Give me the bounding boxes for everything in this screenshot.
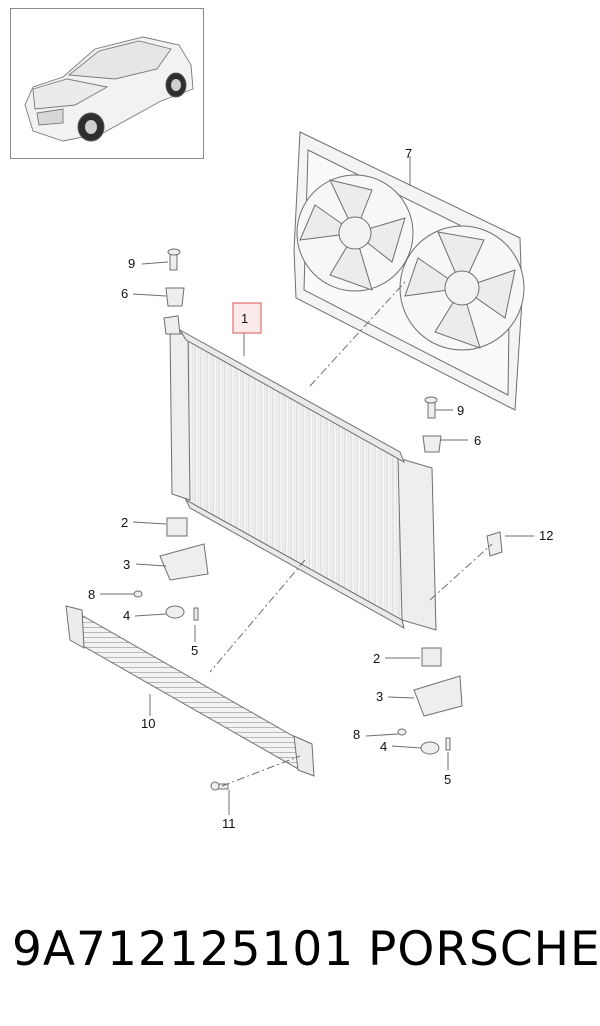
vehicle-thumbnail: [10, 8, 204, 159]
callout-3: 3: [376, 689, 384, 704]
callout-8: 8: [353, 727, 361, 742]
auxiliary-cooler: [65, 605, 315, 777]
callout-5: 5: [191, 643, 199, 658]
callout-1: 1: [241, 311, 249, 326]
leader-lines: [100, 156, 534, 815]
callout-4: 4: [123, 608, 131, 623]
callout-9: 9: [457, 403, 465, 418]
brand-name: PORSCHE: [368, 922, 600, 977]
callout-5: 5: [444, 772, 452, 787]
callout-12: 12: [539, 528, 554, 543]
part-number: 9A712125101: [12, 922, 355, 977]
callout-8: 8: [88, 587, 96, 602]
fan-shroud: [293, 131, 525, 411]
assembly-lines: [209, 281, 493, 787]
callout-3: 3: [123, 557, 131, 572]
highlight-box: [232, 302, 262, 334]
callout-2: 2: [373, 651, 381, 666]
callout-9: 9: [128, 256, 136, 271]
radiator: [169, 328, 437, 631]
callout-7: 7: [405, 146, 413, 161]
mounting-hardware: [133, 248, 503, 791]
callout-2: 2: [121, 515, 129, 530]
footer-caption: 9A712125101 PORSCHE: [12, 922, 600, 978]
callout-11: 11: [222, 816, 236, 831]
callout-6: 6: [121, 286, 129, 301]
callout-4: 4: [380, 739, 388, 754]
callout-6: 6: [474, 433, 482, 448]
vehicle-illustration: [24, 36, 194, 142]
exploded-parts-diagram: [65, 131, 534, 815]
callout-10: 10: [141, 716, 156, 731]
